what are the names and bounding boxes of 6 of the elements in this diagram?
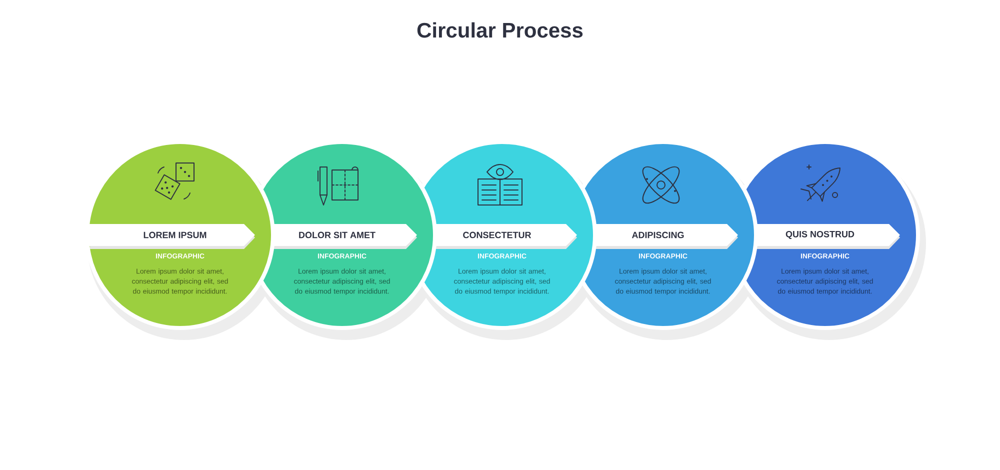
step-title: ADIPISCING <box>632 232 684 238</box>
step-title: QUIS NOSTRUD <box>786 230 854 240</box>
step-title: CONSECTETUR <box>463 232 532 238</box>
step-title: LOREM IPSUM <box>144 232 206 238</box>
step-title: DOLOR SIT AMET <box>299 232 376 238</box>
title: Circular Process <box>417 22 583 38</box>
